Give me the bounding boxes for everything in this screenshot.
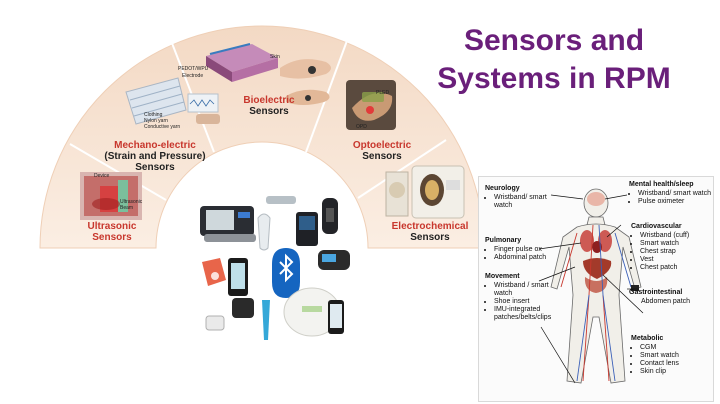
pulmonary-title: Pulmonary [485, 237, 522, 244]
metabolic-item: CGM [640, 344, 711, 352]
ultrasonic-label: Ultrasonic Sensors [72, 221, 152, 243]
bioelectric-label-line2: Sensors [249, 106, 289, 117]
bioelectric-label-line1: Bioelectric [243, 95, 295, 106]
sensor-fan-diagram [39, 25, 480, 340]
electrochemical-label: Electrochemical Sensors [376, 221, 484, 243]
metabolic-item: Smart watch [640, 352, 711, 360]
electrochemical-label-line1: Electrochemical [391, 221, 469, 232]
mental-health-item: Pulse oximeter [638, 198, 713, 206]
human-body-figure [538, 188, 644, 384]
neurology-item: Wristband/ smart watch [494, 194, 559, 210]
gastrointestinal-title: Gastrointestinal [629, 289, 683, 296]
mental-health-title: Mental health/sleep [629, 181, 694, 188]
optoelectric-label-line1: Optoelectric [352, 140, 412, 151]
nylon-yarn-annotation: Nylon yarn [144, 118, 168, 124]
cardiovascular-item: Chest patch [640, 264, 713, 272]
title-line-2: Systems in RPM [437, 62, 671, 95]
movement-item: IMU-integrated patches/belts/clips [494, 306, 555, 322]
metabolic-item: Skin clip [640, 368, 711, 376]
skin-annotation: Skin [270, 54, 280, 60]
bioelectric-image [206, 43, 331, 105]
pulmonary-group: Pulmonary Finger pulse ox Abdominal patc… [485, 237, 551, 262]
opd-annotation: OPD [356, 124, 367, 130]
cardiovascular-title: Cardiovascular [631, 223, 682, 230]
electrochemical-label-line2: Sensors [410, 232, 450, 243]
device-annotation: Device [94, 173, 110, 179]
electrode-annotation: Electrode [182, 73, 204, 79]
mechano-label: Mechano-electric (Strain and Pressure) S… [96, 140, 214, 173]
ultrasonic-beam-annotation: Ultrasonic Beam [120, 199, 143, 211]
mechano-label-line3: Sensors [135, 162, 175, 173]
cardiovascular-item: Vest [640, 256, 713, 264]
optoelectric-label-line2: Sensors [362, 151, 402, 162]
ultrasonic-image [80, 172, 142, 220]
slide-title: Sensors and Systems in RPM [416, 22, 692, 98]
optoelectric-label: Optoelectric Sensors [340, 140, 424, 162]
mental-health-group: Mental health/sleep Wristband/ smart wat… [629, 181, 713, 206]
mental-health-item: Wristband/ smart watch [638, 190, 713, 198]
clothing-annotation: Clothing [144, 112, 163, 118]
mechano-image [125, 77, 220, 125]
ultrasonic-label-line1: Ultrasonic [87, 221, 137, 232]
cardiovascular-group: Cardiovascular Wristband (cuff) Smart wa… [631, 223, 713, 272]
movement-title: Movement [485, 273, 520, 280]
cardiovascular-item: Wristband (cuff) [640, 232, 713, 240]
pedot-annotation: PEDOT/WPU [178, 66, 209, 72]
cardiovascular-item: Smart watch [640, 240, 713, 248]
pled-annotation: PLED [376, 90, 390, 96]
optoelectric-image [346, 80, 396, 130]
ultrasonic-label-line2: Sensors [92, 232, 132, 243]
gastrointestinal-group: Gastrointestinal Abdomen patch [629, 289, 713, 306]
metabolic-group: Metabolic CGM Smart watch Contact lens S… [631, 335, 711, 376]
neurology-title: Neurology [485, 185, 520, 192]
body-diagram-panel: Neurology Wristband/ smart watch Mental … [478, 176, 714, 402]
devices-cluster [200, 196, 350, 340]
bioelectric-label: Bioelectric Sensors [226, 95, 312, 117]
mechano-label-line1: Mechano-electric [114, 140, 196, 151]
title-line-1: Sensors and [463, 24, 645, 57]
pulmonary-item: Finger pulse ox [494, 246, 551, 254]
bluetooth-icon [272, 248, 300, 298]
movement-group: Movement Wristband / smart watch Shoe in… [485, 273, 555, 322]
cardiovascular-item: Chest strap [640, 248, 713, 256]
neurology-group: Neurology Wristband/ smart watch [485, 185, 559, 210]
gastrointestinal-item: Abdomen patch [641, 298, 691, 305]
metabolic-item: Contact lens [640, 360, 711, 368]
metabolic-title: Metabolic [631, 335, 664, 342]
movement-item: Wristband / smart watch [494, 282, 555, 298]
electrochemical-image [385, 165, 465, 219]
mechano-label-line2: (Strain and Pressure) [104, 151, 206, 162]
conductive-yarn-annotation: Conductive yarn [144, 124, 181, 130]
pulmonary-item: Abdominal patch [494, 254, 551, 262]
movement-item: Shoe insert [494, 298, 555, 306]
